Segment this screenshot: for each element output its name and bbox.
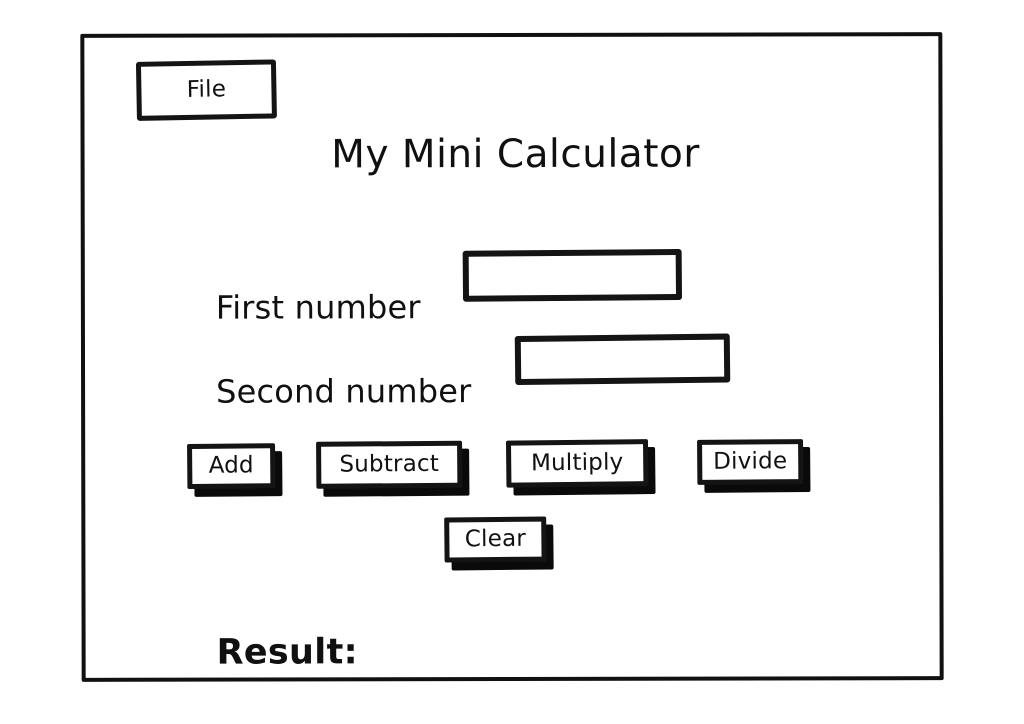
file-menu-label: File — [186, 76, 227, 103]
calculator-window: File My Mini Calculator First number Sec… — [80, 32, 944, 682]
second-number-input[interactable] — [514, 333, 731, 386]
multiply-button[interactable]: Multiply — [505, 439, 649, 488]
second-number-label: Second number — [216, 372, 472, 411]
page-title: My Mini Calculator — [331, 131, 700, 178]
subtract-button-label: Subtract — [339, 450, 440, 478]
add-button-label: Add — [208, 452, 254, 479]
result-row: Result: — [217, 632, 374, 672]
first-number-input[interactable] — [462, 248, 683, 302]
divide-button[interactable]: Divide — [697, 439, 804, 485]
divide-button-label: Divide — [713, 448, 788, 475]
clear-button[interactable]: Clear — [444, 516, 547, 563]
add-button[interactable]: Add — [187, 443, 276, 489]
clear-button-label: Clear — [464, 525, 527, 553]
subtract-button[interactable]: Subtract — [316, 440, 463, 489]
multiply-button-label: Multiply — [530, 449, 624, 477]
first-number-label: First number — [215, 288, 421, 327]
result-label: Result: — [216, 632, 358, 673]
file-menu-button[interactable]: File — [135, 59, 277, 121]
